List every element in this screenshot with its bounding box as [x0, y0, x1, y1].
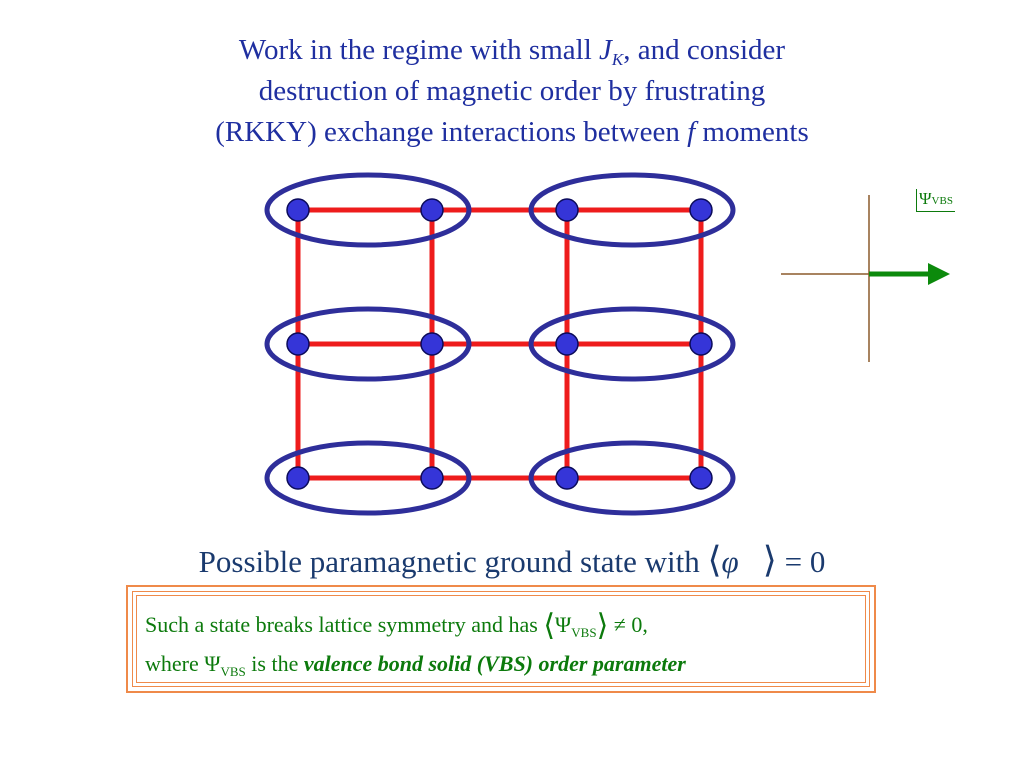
psi-subscript: VBS [220, 664, 246, 679]
psi-subscript: VBS [571, 625, 597, 640]
not-equal-zero: ≠ 0, [608, 612, 648, 637]
vbs-explanation-box: Such a state breaks lattice symmetry and… [126, 585, 876, 693]
lattice-site [555, 466, 579, 490]
psi-vbs-axis-label: ΨVBS [916, 189, 955, 212]
box-line-2: where ΨVBS is the valence bond solid (VB… [145, 651, 686, 680]
lattice-site [286, 466, 310, 490]
singlet-ellipse [264, 306, 472, 382]
phi-vector: φ⃗ [721, 544, 763, 579]
psi-symbol: Ψ [555, 612, 572, 637]
angle-close: ⟩ [596, 609, 609, 642]
lattice-site [420, 466, 444, 490]
vbs-order-parameter-term: valence bond solid (VBS) order parameter [303, 651, 686, 676]
equals-zero: = 0 [776, 544, 826, 579]
title-line-3: (RKKY) exchange interactions between f m… [0, 112, 1024, 153]
box-text-2b: is the [245, 651, 304, 676]
lattice-sites [286, 198, 713, 490]
lattice-site [689, 198, 713, 222]
lattice-site [689, 466, 713, 490]
title-text-3b: moments [695, 116, 809, 148]
title-line-1: Work in the regime with small JK, and co… [0, 30, 1024, 71]
box-text-2a: where [145, 651, 205, 676]
psi-subscript: VBS [931, 195, 953, 207]
title-text-1b: , and consider [623, 34, 786, 66]
ground-state-text: Possible paramagnetic ground state with [198, 544, 708, 579]
arrow-head-icon [928, 263, 950, 285]
valence-bond-ellipses [264, 172, 736, 516]
title-line-2: destruction of magnetic order by frustra… [258, 75, 766, 107]
symbol-J: J [599, 34, 612, 66]
singlet-ellipse [528, 172, 736, 248]
slide-title: Work in the regime with small JK, and co… [0, 30, 1024, 153]
psi-symbol: Ψ [919, 189, 932, 208]
lattice-site [286, 198, 310, 222]
singlet-ellipse [528, 440, 736, 516]
psi-symbol: Ψ [204, 651, 221, 676]
singlet-ellipse [264, 172, 472, 248]
box-line-1: Such a state breaks lattice symmetry and… [145, 608, 648, 643]
lattice-site [689, 332, 713, 356]
angle-close: ⟩ [762, 540, 777, 580]
ground-state-statement: Possible paramagnetic ground state with … [0, 540, 1024, 582]
angle-open: ⟨ [707, 540, 722, 580]
singlet-ellipse [264, 440, 472, 516]
lattice-site [420, 198, 444, 222]
lattice-site [555, 198, 579, 222]
title-text-1a: Work in the regime with small [238, 34, 599, 66]
lattice-site [555, 332, 579, 356]
lattice-site [420, 332, 444, 356]
symbol-f: f [687, 116, 696, 148]
box-inner-border-2: Such a state breaks lattice symmetry and… [136, 595, 866, 683]
symbol-K-subscript: K [611, 50, 624, 69]
expectation-phi: ⟨φ⃗⟩ = 0 [707, 540, 826, 580]
box-inner-border: Such a state breaks lattice symmetry and… [132, 591, 870, 687]
box-text-1: Such a state breaks lattice symmetry and… [145, 612, 544, 637]
lattice-site [286, 332, 310, 356]
singlet-ellipse [528, 306, 736, 382]
title-text-3a: (RKKY) exchange interactions between [215, 116, 688, 148]
angle-open: ⟨ [543, 609, 556, 642]
